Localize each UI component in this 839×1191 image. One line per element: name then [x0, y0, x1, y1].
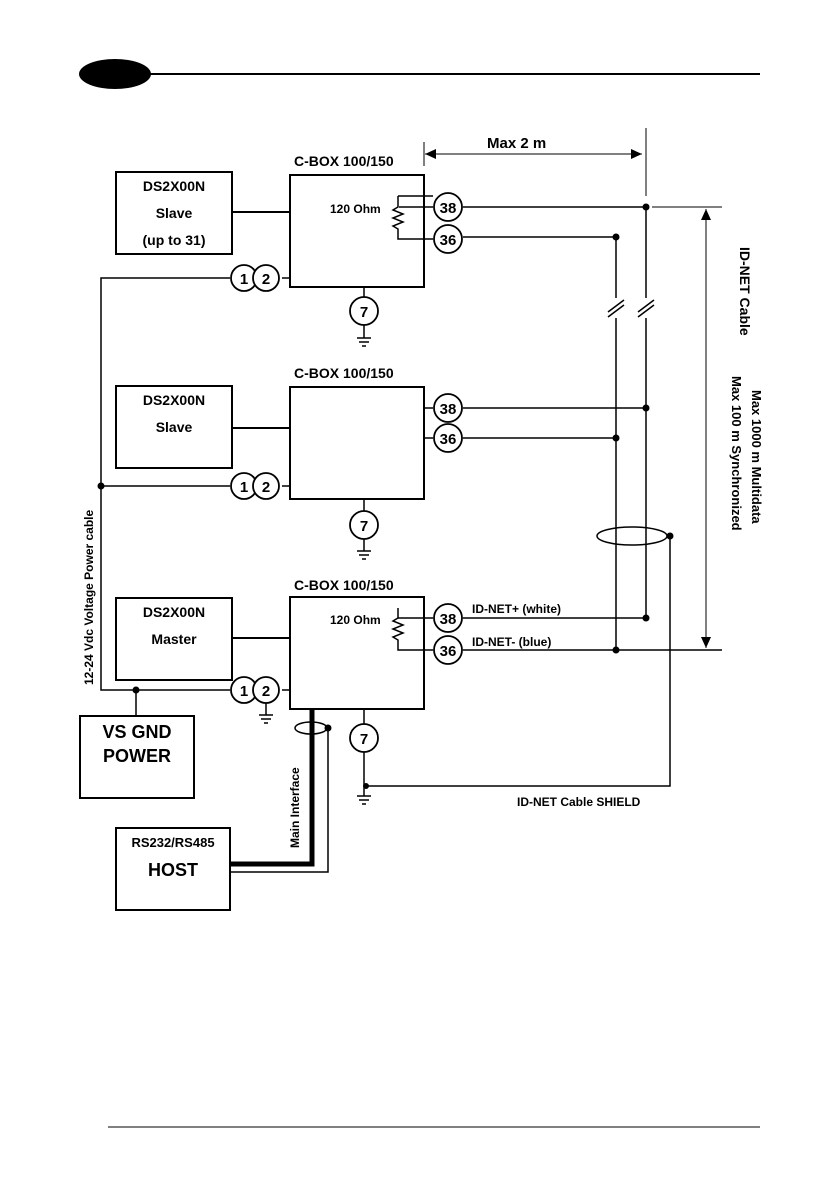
svg-text:Slave: Slave	[156, 205, 193, 221]
svg-text:DS2X00N: DS2X00N	[143, 604, 205, 620]
shield-ring	[596, 526, 668, 546]
host-box	[115, 827, 231, 911]
svg-text:2: 2	[262, 479, 270, 496]
cbox-3-label: C-BOX 100/150	[294, 577, 394, 593]
device-master	[115, 597, 233, 681]
svg-text:36: 36	[440, 431, 457, 448]
svg-text:POWER: POWER	[103, 746, 171, 766]
cbox-1-label: C-BOX 100/150	[294, 153, 394, 169]
power-supply-box	[79, 715, 195, 799]
id-net-minus-label: ID-NET- (blue)	[472, 635, 551, 649]
device-slave-1	[115, 171, 233, 255]
header-tab	[79, 59, 151, 89]
svg-text:VS GND: VS GND	[102, 722, 171, 742]
svg-text:1: 1	[240, 683, 248, 700]
svg-text:7: 7	[360, 518, 368, 535]
main-interface-label: Main Interface	[288, 767, 302, 848]
svg-text:(up to 31): (up to 31)	[143, 232, 206, 248]
cbox-1	[289, 174, 425, 288]
svg-text:2: 2	[262, 271, 270, 288]
resistor-1	[390, 196, 433, 240]
max-sync-label: Max 100 m Synchronized	[729, 376, 744, 531]
cbox-2-label: C-BOX 100/150	[294, 365, 394, 381]
shield-label: ID-NET Cable SHIELD	[517, 795, 641, 809]
cbox-2	[289, 386, 425, 500]
svg-text:38: 38	[440, 200, 457, 217]
shield-wire	[366, 536, 671, 787]
svg-text:Slave: Slave	[156, 419, 193, 435]
svg-text:Master: Master	[151, 631, 197, 647]
svg-text:RS232/RS485: RS232/RS485	[131, 835, 214, 850]
svg-text:DS2X00N: DS2X00N	[143, 392, 205, 408]
svg-text:DS2X00N: DS2X00N	[143, 178, 205, 194]
svg-text:36: 36	[440, 232, 457, 249]
max-multidata-label: Max 1000 m Multidata	[749, 390, 764, 524]
id-net-cable-label: ID-NET Cable	[737, 247, 753, 336]
svg-text:7: 7	[360, 304, 368, 321]
resistor-3	[390, 608, 433, 651]
cbox-3-ohm: 120 Ohm	[330, 613, 381, 627]
cbox-1-ohm: 120 Ohm	[330, 202, 381, 216]
svg-text:36: 36	[440, 643, 457, 660]
svg-text:2: 2	[262, 683, 270, 700]
max-2m-label: Max 2 m	[487, 135, 546, 152]
svg-text:7: 7	[360, 731, 368, 748]
svg-text:38: 38	[440, 401, 457, 418]
cbox-3	[289, 596, 425, 710]
power-cable-label: 12-24 Vdc Voltage Power cable	[82, 509, 96, 685]
id-net-plus-label: ID-NET+ (white)	[472, 602, 561, 616]
svg-text:1: 1	[240, 479, 248, 496]
svg-text:1: 1	[240, 271, 248, 288]
svg-text:38: 38	[440, 611, 457, 628]
main-interface-cable	[230, 709, 315, 867]
svg-text:HOST: HOST	[148, 860, 198, 880]
